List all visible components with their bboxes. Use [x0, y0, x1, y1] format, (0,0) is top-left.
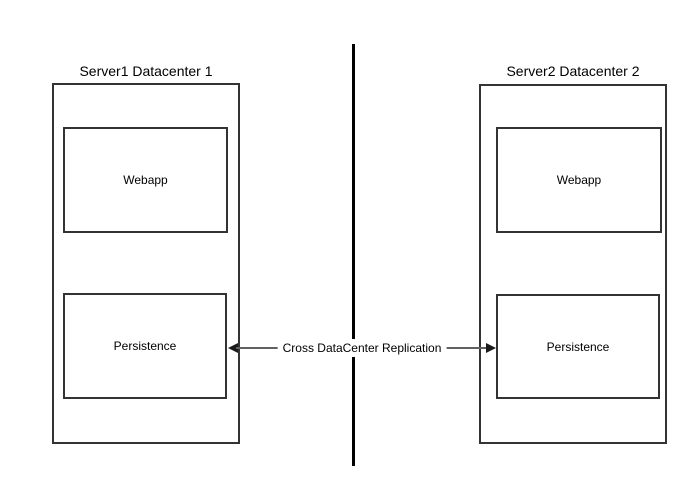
webapp-label-left: Webapp: [123, 173, 168, 187]
persistence-box-right: Persistence: [496, 294, 660, 399]
datacenter1-title: Server1 Datacenter 1: [79, 63, 213, 79]
replication-label: Cross DataCenter Replication: [277, 339, 447, 357]
datacenter2-title: Server2 Datacenter 2: [506, 63, 640, 79]
webapp-label-right: Webapp: [556, 173, 602, 187]
persistence-label-right: Persistence: [546, 339, 610, 354]
arrow-head-left-icon: [228, 343, 238, 353]
persistence-label-left: Persistence: [113, 339, 177, 353]
server1-box: Webapp Persistence: [52, 83, 240, 444]
persistence-box-left: Persistence: [63, 293, 227, 399]
arrow-head-right-icon: [486, 343, 496, 353]
datacenter-divider-line: [352, 44, 355, 466]
webapp-box-left: Webapp: [63, 127, 228, 233]
webapp-box-right: Webapp: [496, 127, 662, 233]
server2-box: Webapp Persistence: [479, 84, 667, 444]
replication-arrow: Cross DataCenter Replication: [228, 339, 496, 357]
